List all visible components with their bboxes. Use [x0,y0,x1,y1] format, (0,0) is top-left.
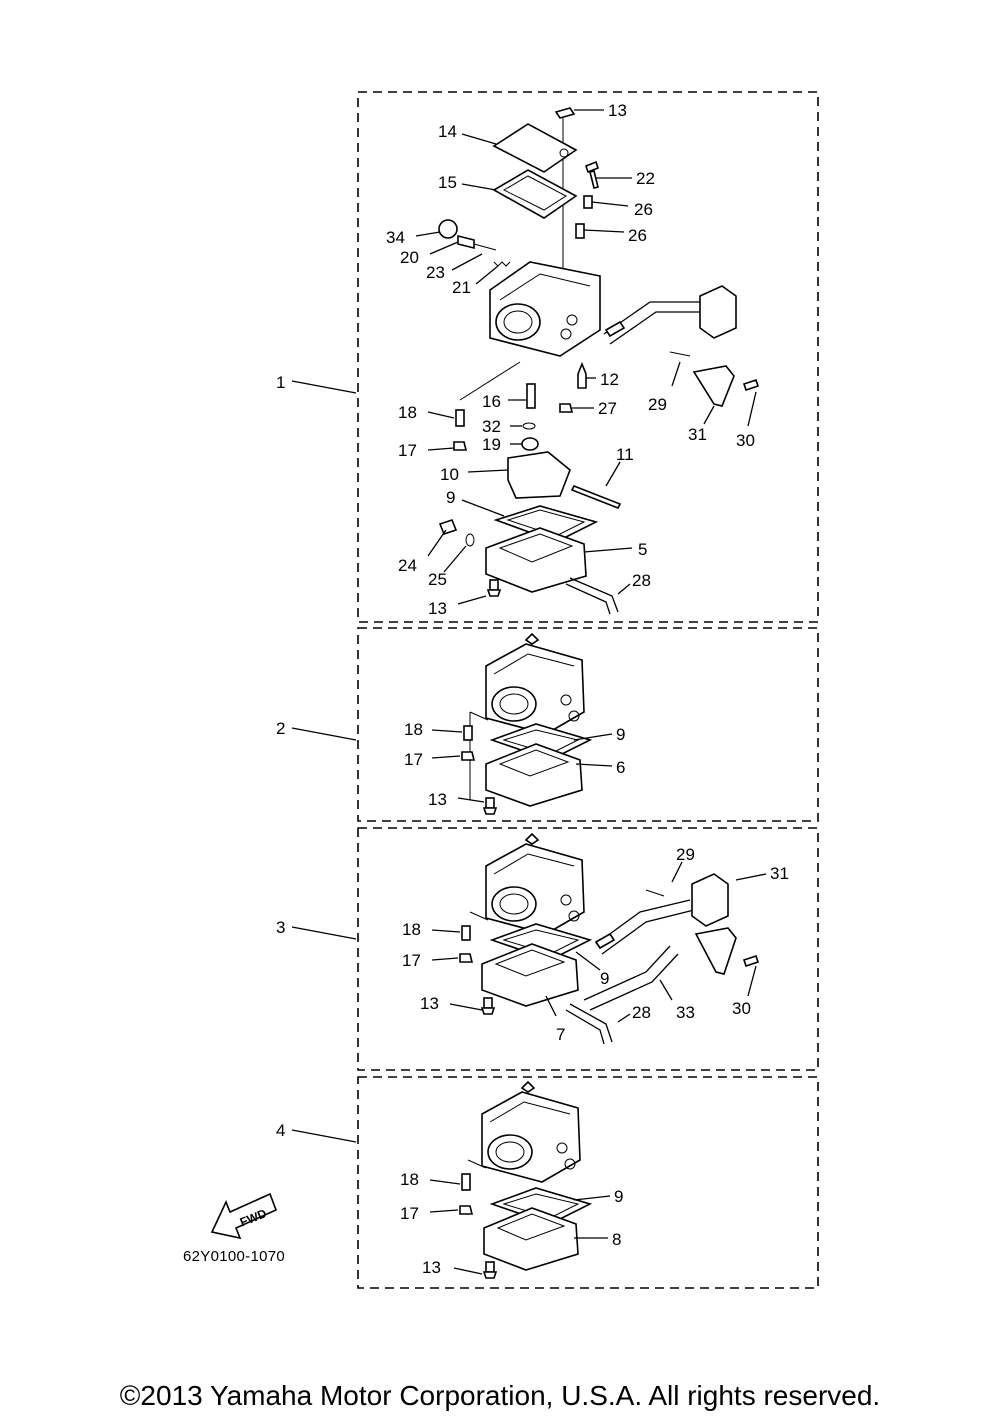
callout-9-g2: 9 [616,725,625,744]
callout-17-g1: 17 [398,441,417,460]
group-label-1: 1 [276,373,285,392]
callout-9-g4: 9 [614,1187,623,1206]
callout-31-g3: 31 [770,864,789,883]
group-box-3 [357,827,819,1071]
callout-16: 16 [482,392,501,411]
callout-30-top: 30 [736,431,755,450]
carburetor-assembly-4 [459,1080,593,1279]
callout-29-g3: 29 [676,845,695,864]
group-label-4: 4 [276,1121,285,1140]
callouts-group-3: 29 31 18 17 9 30 13 28 33 7 [402,845,789,1044]
callout-25: 25 [428,570,447,589]
callout-9-g1: 9 [446,488,455,507]
callout-17-g2: 17 [404,750,423,769]
callout-19: 19 [482,435,501,454]
callout-5: 5 [638,540,647,559]
callout-22: 22 [636,169,655,188]
callout-18-g4: 18 [400,1170,419,1189]
callout-34: 34 [386,228,405,247]
callout-13-g1: 13 [428,599,447,618]
group-box-1 [357,91,819,623]
group-box-2 [357,627,819,822]
callout-17-g3: 17 [402,951,421,970]
callout-33: 33 [676,1003,695,1022]
callout-13-top: 13 [608,101,627,120]
callout-28-g3: 28 [632,1003,651,1022]
callout-10: 10 [440,465,459,484]
carburetor-assembly-1 [438,107,760,615]
copyright-notice: ©2013 Yamaha Motor Corporation, U.S.A. A… [119,1380,881,1411]
group-label-2: 2 [276,719,285,738]
carburetor-assembly-2 [461,632,593,815]
drawing-code: 62Y0100-1070 [183,1248,286,1265]
callout-6: 6 [616,758,625,777]
callout-31-top: 31 [688,425,707,444]
callout-13-g4: 13 [422,1258,441,1277]
callout-18-g1: 18 [398,403,417,422]
callout-30-g3: 30 [732,999,751,1018]
callout-32: 32 [482,417,501,436]
callouts-group-1: 13 14 15 22 26 26 34 20 23 21 12 29 16 2… [386,101,757,618]
callout-17-g4: 17 [400,1204,419,1223]
fwd-arrow-icon: FWD [210,1192,278,1240]
callout-21: 21 [452,278,471,297]
callout-28-g1: 28 [632,571,651,590]
callout-18-g3: 18 [402,920,421,939]
callout-9-g3: 9 [600,969,609,988]
callout-23: 23 [426,263,445,282]
callout-14: 14 [438,122,457,141]
callouts-group-4: 18 9 17 8 13 [400,1170,623,1277]
callout-12: 12 [600,370,619,389]
callout-26-a: 26 [634,200,653,219]
callout-24: 24 [398,556,417,575]
callout-26-b: 26 [628,226,647,245]
callout-11: 11 [616,445,634,464]
callout-13-g3: 13 [420,994,439,1013]
group-label-3: 3 [276,918,285,937]
group-box-4 [357,1076,819,1289]
carburetor-assembly-3 [459,832,760,1045]
callout-27: 27 [598,399,617,418]
callout-13-g2: 13 [428,790,447,809]
callouts-group-2: 18 9 17 6 13 [404,720,625,809]
callout-18-g2: 18 [404,720,423,739]
callout-7: 7 [556,1025,565,1044]
callout-29-top: 29 [648,395,667,414]
callout-15: 15 [438,173,457,192]
callout-20: 20 [400,248,419,267]
callout-8: 8 [612,1230,621,1249]
